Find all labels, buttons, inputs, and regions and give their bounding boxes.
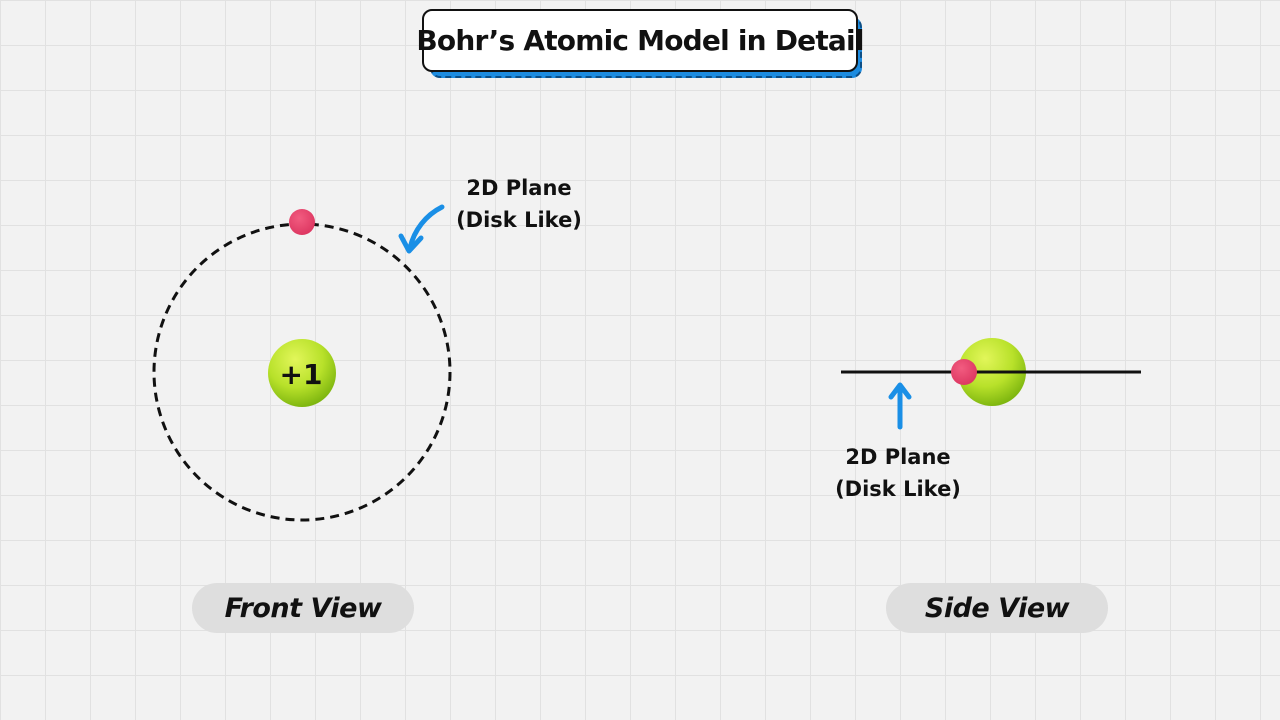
front-view-caption-text: Front View <box>224 592 382 624</box>
side-annotation-line1: 2D Plane <box>845 445 950 469</box>
side-view: 2D Plane (Disk Like) <box>835 338 1141 501</box>
side-annotation-line2: (Disk Like) <box>835 477 961 501</box>
page-title: Bohr’s Atomic Model in Detail <box>416 24 864 57</box>
up-arrow-icon <box>888 382 912 430</box>
front-annotation-line2: (Disk Like) <box>456 208 582 232</box>
side-view-caption: Side View <box>886 583 1108 633</box>
electron <box>951 359 977 385</box>
electron <box>289 209 315 235</box>
side-view-caption-text: Side View <box>924 592 1070 624</box>
curved-arrow-icon <box>398 204 445 254</box>
nucleus-charge-label: +1 <box>280 358 323 391</box>
nucleus <box>268 339 336 407</box>
front-view-caption: Front View <box>192 583 414 633</box>
front-annotation-line1: 2D Plane <box>466 176 571 200</box>
title-box: Bohr’s Atomic Model in Detail <box>416 9 864 72</box>
front-view: +1 2D Plane (Disk Like) <box>152 176 582 522</box>
